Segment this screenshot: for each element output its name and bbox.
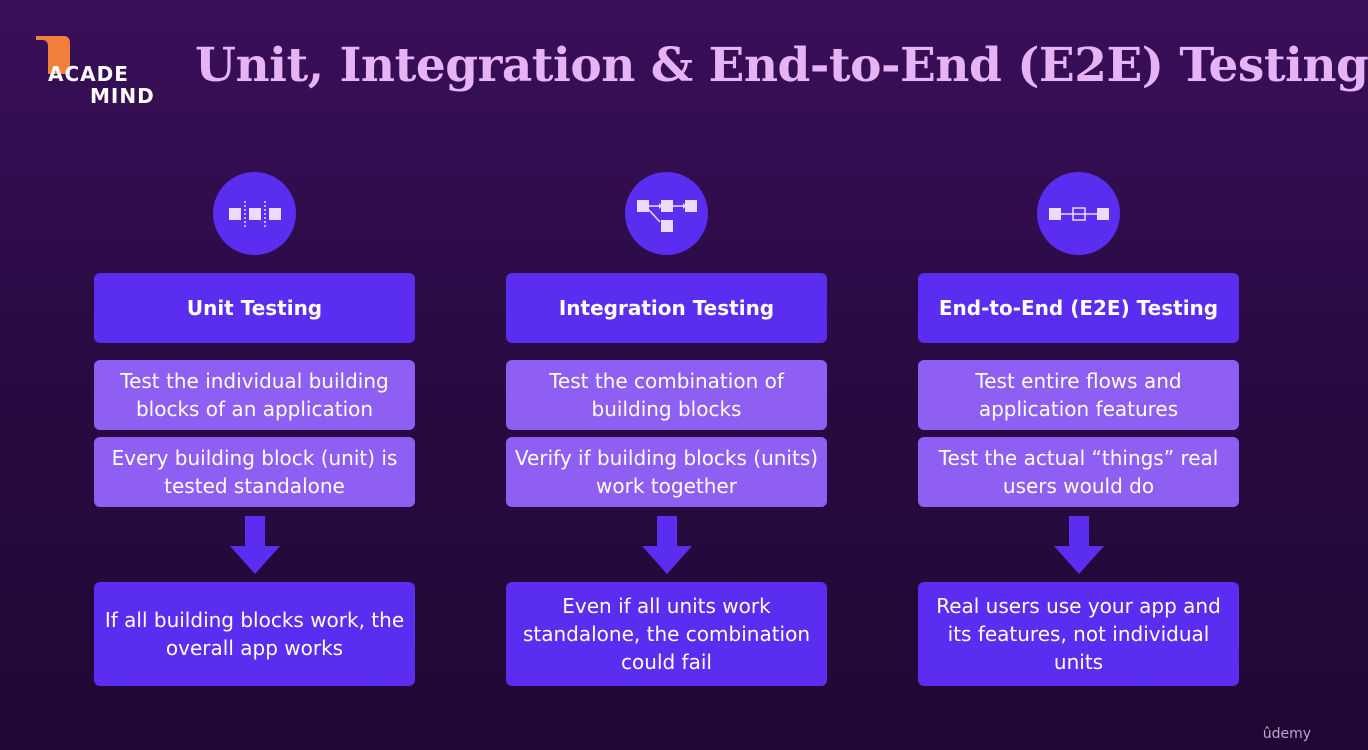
description-box: Verify if building blocks (units) work t…: [506, 437, 827, 507]
page-title: Unit, Integration & End-to-End (E2E) Tes…: [195, 38, 1368, 93]
arrow-down-icon: [230, 516, 280, 574]
icon-circle: [625, 172, 708, 255]
result-box: Real users use your app and its features…: [918, 582, 1239, 686]
result-box: Even if all units work standalone, the c…: [506, 582, 827, 686]
description-box: Test the individual building blocks of a…: [94, 360, 415, 430]
flow-chain-icon: [1048, 206, 1109, 221]
academind-logo: ACADE MIND: [34, 34, 164, 114]
description-box: Test the actual “things” real users woul…: [918, 437, 1239, 507]
header-box: End-to-End (E2E) Testing: [918, 273, 1239, 343]
description-box: Every building block (unit) is tested st…: [94, 437, 415, 507]
connected-units-icon: [636, 199, 697, 232]
logo-text-line2: MIND: [90, 84, 155, 108]
icon-circle: [213, 172, 296, 255]
logo-mark-icon: [36, 36, 70, 74]
description-box: Test the combination of building blocks: [506, 360, 827, 430]
header-box: Unit Testing: [94, 273, 415, 343]
udemy-watermark: ûdemy: [1262, 726, 1311, 742]
column-unit-testing: Unit Testing Test the individual buildin…: [94, 0, 415, 750]
separated-units-icon: [228, 200, 281, 227]
column-integration-testing: Integration Testing Test the combination…: [506, 0, 827, 750]
icon-circle: [1037, 172, 1120, 255]
header-box: Integration Testing: [506, 273, 827, 343]
result-box: If all building blocks work, the overall…: [94, 582, 415, 686]
arrow-down-icon: [642, 516, 692, 574]
arrow-down-icon: [1054, 516, 1104, 574]
logo-text-line1: ACADE: [48, 62, 129, 86]
description-box: Test entire flows and application featur…: [918, 360, 1239, 430]
column-e2e-testing: End-to-End (E2E) Testing Test entire flo…: [918, 0, 1239, 750]
